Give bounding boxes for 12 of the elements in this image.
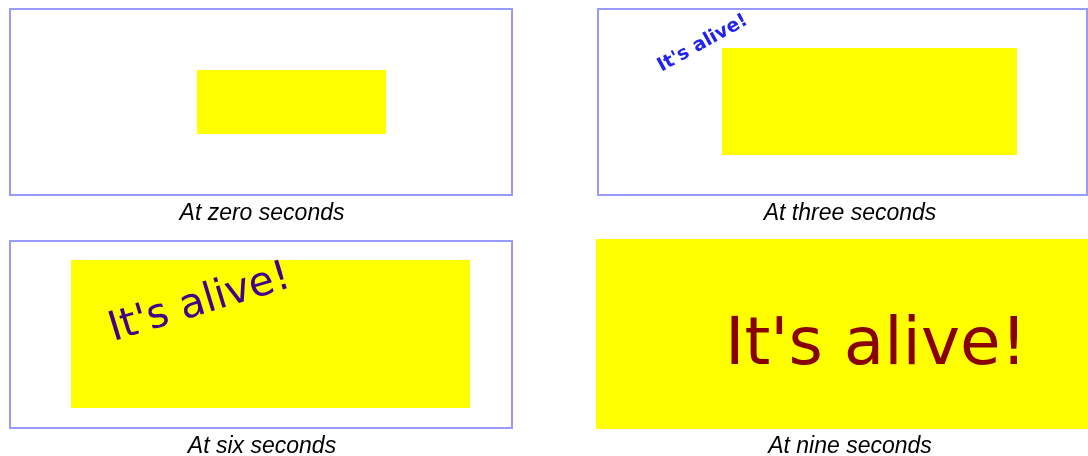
animation-frame <box>597 8 1088 196</box>
animated-text: It's alive! <box>103 253 295 349</box>
caption: At six seconds <box>187 434 337 456</box>
filled-rectangle <box>71 260 470 408</box>
caption: At nine seconds <box>768 434 932 456</box>
filled-rectangle <box>197 70 386 134</box>
animation-frame <box>9 240 513 429</box>
caption: At three seconds <box>763 201 937 224</box>
animation-frame <box>9 8 513 196</box>
caption: At zero seconds <box>179 201 345 224</box>
animated-text: It's alive! <box>724 309 1028 375</box>
filled-rectangle <box>596 239 1088 429</box>
